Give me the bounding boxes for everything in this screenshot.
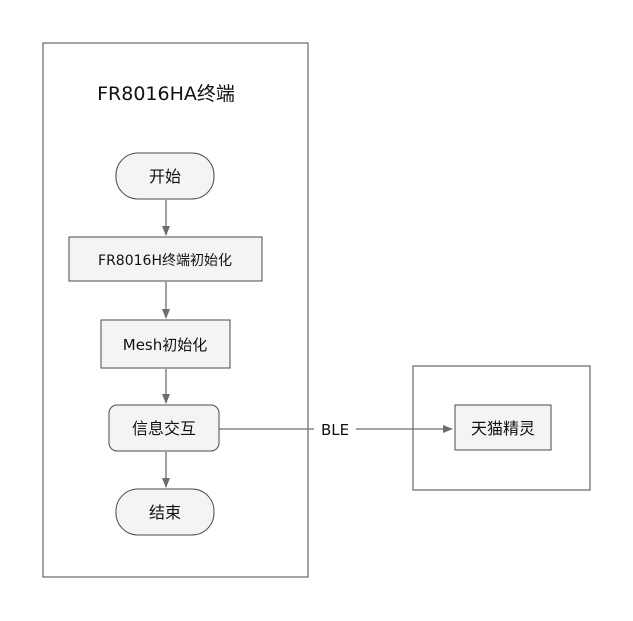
node-end-label: 结束 [149, 503, 181, 522]
ble-link-label: BLE [321, 421, 349, 439]
node-end [115, 488, 215, 536]
node-init-terminal-label: FR8016H终端初始化 [98, 252, 232, 269]
terminal-container [42, 42, 309, 578]
node-start [115, 152, 215, 200]
node-exchange [108, 404, 220, 452]
node-tmall [454, 404, 552, 451]
node-start-label: 开始 [149, 167, 181, 186]
node-init-mesh-label: Mesh初始化 [123, 336, 208, 354]
node-exchange-label: 信息交互 [132, 419, 196, 438]
terminal-title: FR8016HA终端 [97, 83, 235, 105]
node-init-mesh [100, 319, 231, 369]
node-tmall-label: 天猫精灵 [471, 419, 535, 438]
node-init-terminal [68, 236, 263, 282]
